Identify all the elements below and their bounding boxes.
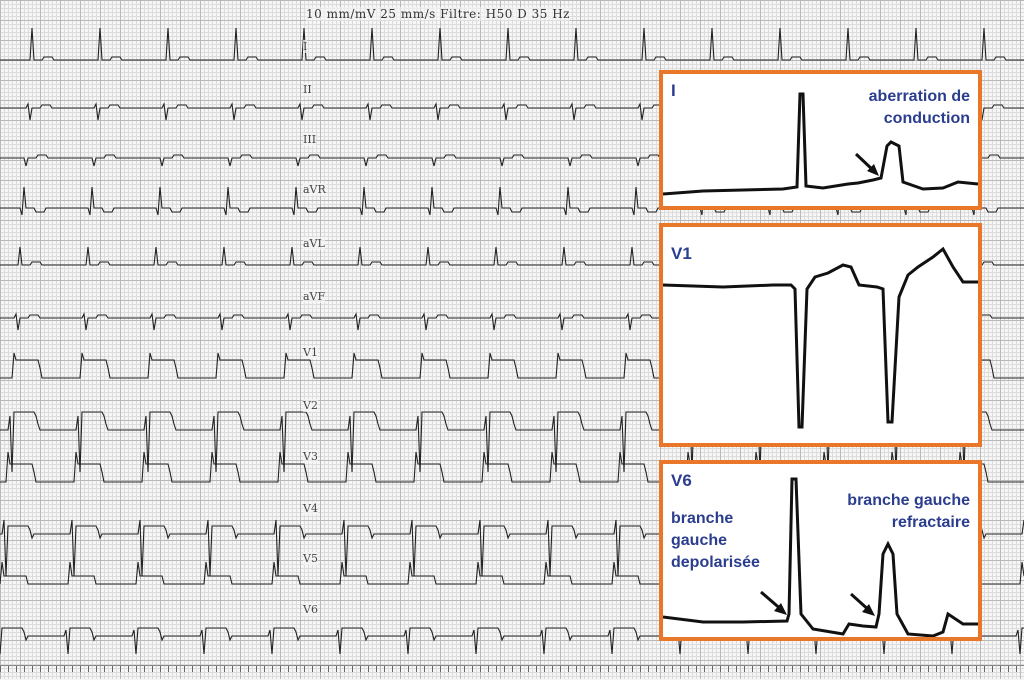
annotation-line: refractaire <box>891 514 970 531</box>
lead-label-i: I <box>303 40 308 53</box>
inset-lead-v1: V1 <box>659 223 982 447</box>
inset-v6-trace <box>663 477 978 637</box>
lead-label-v5: V5 <box>303 552 318 565</box>
annotation-refractory: branche gauche refractaire <box>847 490 970 534</box>
inset-lead-label: V1 <box>671 244 692 263</box>
annotation-depolarised: branche gauche depolarisée <box>671 508 760 574</box>
lead-label-iii: III <box>303 133 317 146</box>
annotation-line: gauche <box>671 532 728 549</box>
lead-label-v2: V2 <box>303 399 318 412</box>
trace-avr <box>0 186 1024 216</box>
lead-label-v1: V1 <box>303 346 318 359</box>
lead-label-v6: V6 <box>303 603 318 616</box>
annotation-line: branche gauche <box>847 492 970 509</box>
time-ruler <box>0 665 1024 680</box>
inset-lead-i: I aberration de conduction <box>659 70 982 210</box>
annotation-line: depolarisée <box>671 554 760 571</box>
annotation-aberration: aberration de conduction <box>869 86 970 130</box>
annotation-line: conduction <box>883 110 970 127</box>
lead-label-ii: II <box>303 83 312 96</box>
inset-lead-label: I <box>671 81 676 100</box>
annotation-line: aberration de <box>868 88 970 105</box>
lead-label-v3: V3 <box>303 450 318 463</box>
recording-settings: 10 mm/mV 25 mm/s Filtre: H50 D 35 Hz <box>306 7 570 21</box>
trace-i <box>0 27 1024 61</box>
lead-label-avl: aVL <box>303 237 325 250</box>
lead-label-v4: V4 <box>303 502 318 515</box>
lead-label-avr: aVR <box>303 183 326 196</box>
inset-i-trace <box>663 92 978 196</box>
inset-lead-label: V6 <box>671 471 692 490</box>
inset-lead-v6: V6 branche gauche depolarisée branche ga… <box>659 460 982 641</box>
inset-v1-trace <box>663 246 978 429</box>
lead-label-avf: aVF <box>303 290 326 303</box>
annotation-line: branche <box>671 510 734 527</box>
